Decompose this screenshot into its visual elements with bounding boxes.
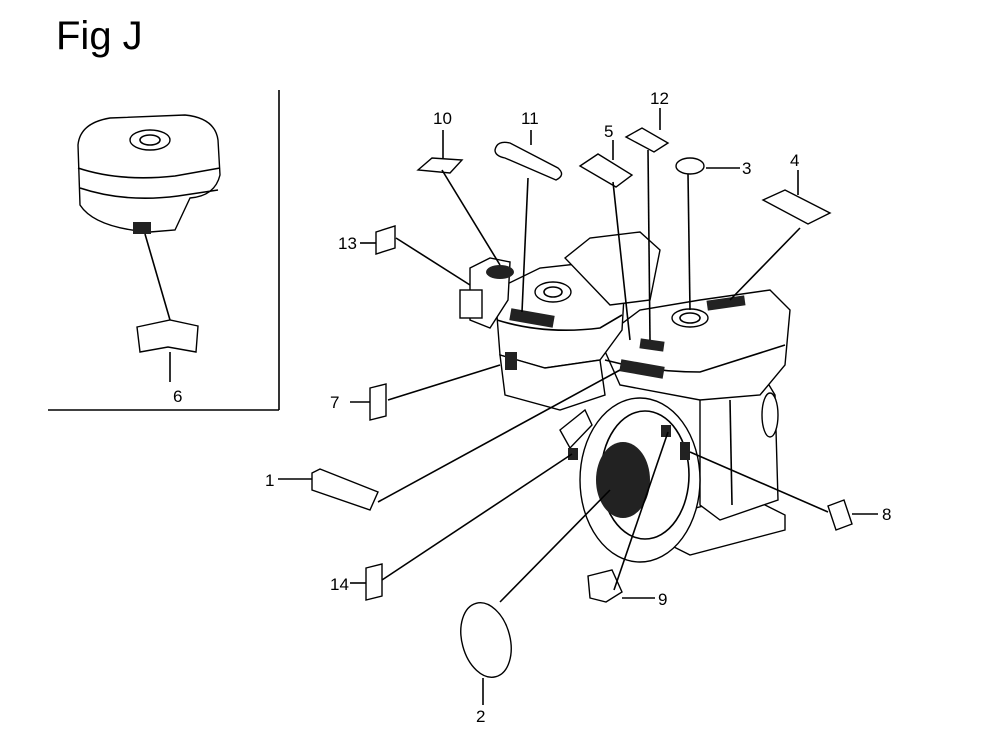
- callout-11: 11: [521, 109, 539, 128]
- decal-1: [311, 468, 379, 511]
- decal-2: [460, 602, 512, 678]
- inset-panel: [48, 90, 280, 411]
- decal-10: [416, 157, 464, 174]
- callout-13: 13: [338, 234, 357, 253]
- leader-lines: [278, 108, 878, 705]
- leader-6: [144, 233, 171, 321]
- decal-11: [494, 141, 563, 181]
- decal-6: [136, 319, 199, 353]
- decal-13: [375, 225, 396, 255]
- callout-3: 3: [742, 159, 751, 178]
- figure-title: Fig J: [56, 14, 143, 58]
- decals: [311, 127, 853, 678]
- lower-block: [499, 354, 606, 411]
- callout-8: 8: [882, 505, 891, 524]
- callout-1: 1: [265, 471, 274, 490]
- decal-8: [827, 499, 853, 531]
- fuel-cap: [671, 308, 709, 328]
- callout-4: 4: [790, 151, 799, 170]
- callout-9: 9: [658, 590, 667, 609]
- fuel-tank: [599, 289, 791, 401]
- engine-assembly: [459, 231, 791, 563]
- callout-7: 7: [330, 393, 339, 412]
- decal-14: [365, 563, 383, 601]
- decal-3: [675, 157, 705, 175]
- inset-air-cleaner: [77, 114, 221, 234]
- decal-9: [587, 569, 623, 603]
- upper-housing: [563, 231, 661, 306]
- decal-5: [578, 153, 634, 188]
- choke-lever: [459, 289, 483, 319]
- decal-7: [369, 383, 387, 421]
- callout-2: 2: [476, 707, 485, 726]
- starter-handle: [559, 408, 593, 450]
- decal-12: [624, 127, 670, 153]
- callout-10: 10: [433, 109, 452, 128]
- decal-4: [761, 189, 832, 225]
- callout-12: 12: [650, 89, 669, 108]
- callout-14: 14: [330, 575, 349, 594]
- starter-hub: [596, 442, 650, 518]
- callout-5: 5: [604, 122, 613, 141]
- callout-6: 6: [173, 387, 182, 406]
- callout-labels: 1 2 3 4 5 6 7 8 9 10 11 12 13 14: [173, 89, 891, 726]
